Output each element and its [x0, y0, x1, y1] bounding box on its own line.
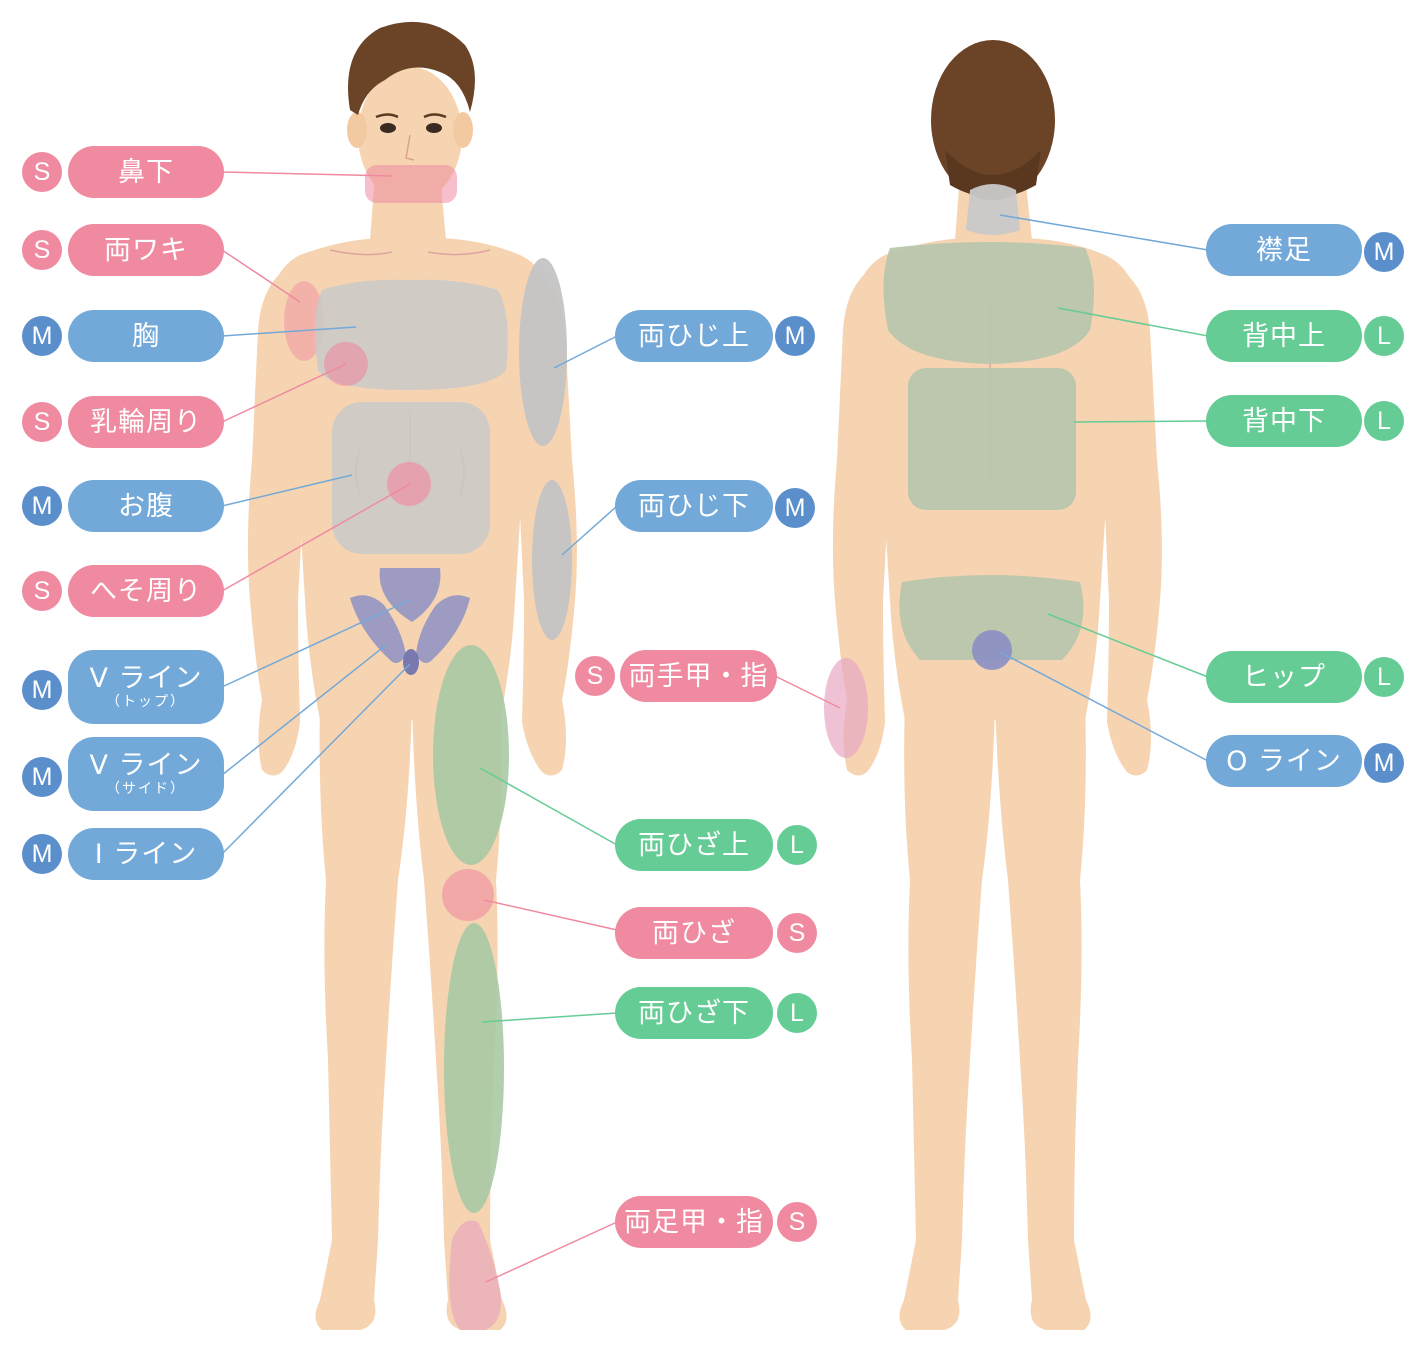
label-text: 胸 — [132, 320, 160, 352]
size-badge-underarm: S — [22, 230, 62, 270]
label-text: 乳輪周り — [90, 406, 202, 438]
size-badge-upper-arm: M — [775, 316, 815, 356]
label-text: 両ひじ下 — [638, 490, 750, 522]
size-badge-nape: M — [1364, 232, 1404, 272]
size-badge-i-line: M — [22, 834, 62, 874]
label-text: V ライン — [89, 750, 203, 781]
label-text: ヒップ — [1242, 661, 1326, 693]
back-area-overlays — [824, 184, 1094, 758]
area-hip — [899, 575, 1084, 660]
label-areola[interactable]: 乳輪周り — [68, 396, 224, 448]
label-foot[interactable]: 両足甲・指 — [615, 1196, 773, 1248]
label-nose-under[interactable]: 鼻下 — [68, 146, 224, 198]
size-badge-areola: S — [22, 402, 62, 442]
label-hip[interactable]: ヒップ — [1206, 651, 1362, 703]
area-nose-under — [365, 165, 457, 203]
label-text: 両ワキ — [104, 234, 188, 266]
label-text: 両ひじ上 — [638, 320, 750, 352]
size-badge-hip: L — [1364, 657, 1404, 697]
size-badge-thigh: L — [777, 825, 817, 865]
size-badge-foot: S — [777, 1202, 817, 1242]
leader-lines — [221, 171, 1209, 1283]
area-underarm — [284, 281, 324, 361]
size-badge-forearm: M — [775, 488, 815, 528]
label-thigh[interactable]: 両ひざ上 — [615, 819, 773, 871]
label-text: お腹 — [118, 490, 174, 522]
label-shin[interactable]: 両ひざ下 — [615, 987, 773, 1039]
area-i-line — [403, 649, 419, 675]
label-navel[interactable]: へそ周り — [68, 565, 224, 617]
size-badge-shin: L — [777, 993, 817, 1033]
label-o-line[interactable]: O ライン — [1206, 735, 1362, 787]
size-badge-chest: M — [22, 316, 62, 356]
label-upper-arm[interactable]: 両ひじ上 — [615, 310, 773, 362]
area-v-side-right — [416, 595, 470, 664]
label-abdomen[interactable]: お腹 — [68, 480, 224, 532]
back-head — [931, 40, 1055, 200]
label-text: 両ひざ — [652, 917, 736, 949]
area-upper-back — [883, 242, 1094, 364]
label-text: O ライン — [1226, 745, 1342, 777]
label-text: 鼻下 — [118, 156, 174, 188]
area-v-side-left — [350, 595, 406, 664]
label-v-side[interactable]: V ライン（サイド） — [68, 737, 224, 811]
area-nape — [966, 184, 1020, 235]
size-badge-lower-back: L — [1364, 401, 1404, 441]
label-i-line[interactable]: I ライン — [68, 828, 224, 880]
label-v-top[interactable]: V ライン（トップ） — [68, 650, 224, 724]
area-thigh — [433, 645, 509, 865]
label-chest[interactable]: 胸 — [68, 310, 224, 362]
front-area-overlays — [284, 165, 572, 1330]
label-text: 両手甲・指 — [628, 660, 769, 692]
label-text: へそ周り — [90, 575, 202, 607]
label-nape[interactable]: 襟足 — [1206, 224, 1362, 276]
size-badge-nose-under: S — [22, 152, 62, 192]
label-text: 両足甲・指 — [624, 1206, 764, 1238]
label-hand[interactable]: 両手甲・指 — [620, 650, 777, 702]
label-text: 両ひざ上 — [638, 829, 750, 861]
label-forearm[interactable]: 両ひじ下 — [615, 480, 773, 532]
size-badge-navel: S — [22, 571, 62, 611]
size-badge-knee: S — [777, 913, 817, 953]
label-subtext: （サイド） — [106, 781, 186, 797]
size-badge-hand: S — [575, 656, 615, 696]
label-underarm[interactable]: 両ワキ — [68, 224, 224, 276]
size-badge-abdomen: M — [22, 486, 62, 526]
area-upper-arm — [519, 258, 567, 446]
size-badge-v-side: M — [22, 757, 62, 797]
area-v-top — [379, 568, 441, 622]
label-text: 背中上 — [1242, 320, 1326, 352]
area-foot — [449, 1220, 501, 1330]
area-lower-back — [908, 368, 1076, 510]
label-upper-back[interactable]: 背中上 — [1206, 310, 1362, 362]
label-text: 両ひざ下 — [638, 997, 750, 1029]
size-badge-o-line: M — [1364, 743, 1404, 783]
label-text: I ライン — [94, 838, 198, 870]
label-lower-back[interactable]: 背中下 — [1206, 395, 1362, 447]
area-knee — [442, 869, 494, 921]
size-badge-upper-back: L — [1364, 316, 1404, 356]
area-hand — [824, 658, 868, 758]
label-subtext: （トップ） — [106, 694, 186, 710]
size-badge-v-top: M — [22, 670, 62, 710]
label-text: 襟足 — [1256, 234, 1312, 266]
area-o-line — [972, 630, 1012, 670]
area-shin — [444, 923, 504, 1213]
label-knee[interactable]: 両ひざ — [615, 907, 773, 959]
area-forearm — [532, 480, 572, 640]
label-text: 背中下 — [1242, 405, 1326, 437]
label-text: V ライン — [89, 663, 203, 694]
